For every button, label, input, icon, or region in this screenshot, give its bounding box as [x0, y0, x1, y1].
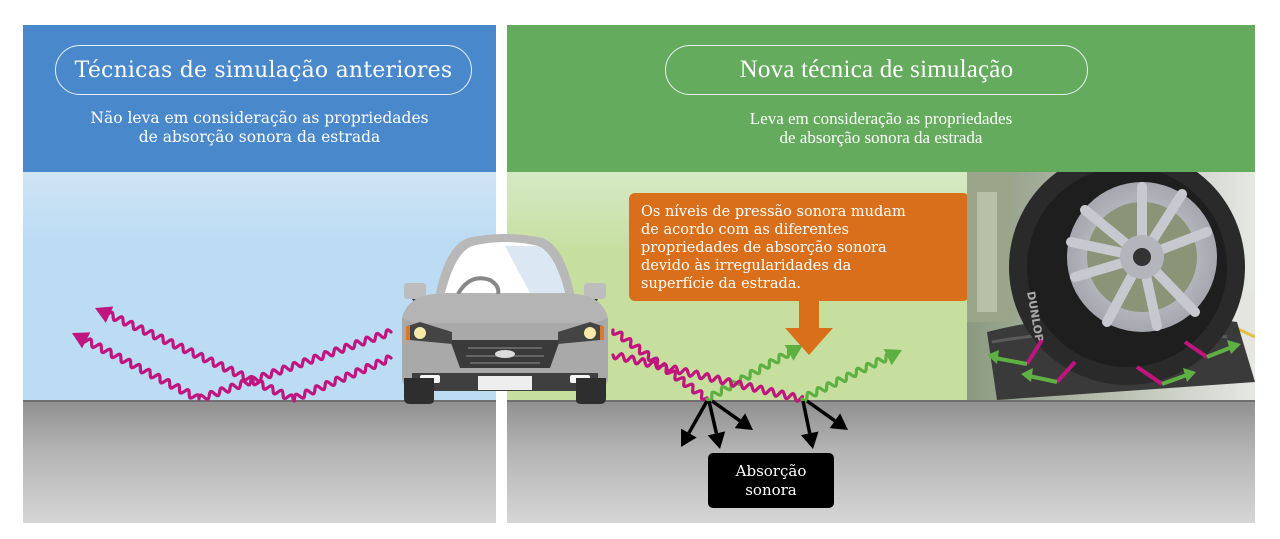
car-front-icon: [402, 234, 608, 404]
incident-sound-wave: [611, 328, 709, 401]
callout-line: superfície da estrada.: [641, 276, 802, 292]
tire-photo-illustration: DUNLOP: [967, 172, 1255, 400]
absorption-arrow-icon: [801, 400, 812, 434]
left-sound-waves: [72, 306, 393, 403]
reflected-sound-wave-arrowhead: [883, 348, 902, 366]
sound-pressure-callout: Os níveis de pressão sonora mudam de aco…: [629, 193, 969, 301]
absorption-arrow-icon-head: [681, 428, 697, 447]
callout-line: propriedades de absorção sonora: [641, 240, 887, 256]
absorption-arrow-icon: [710, 399, 741, 423]
left-subtitle: Não leva em consideração as propriedades…: [23, 109, 496, 147]
left-header: Técnicas de simulação anteriores Não lev…: [23, 25, 496, 172]
right-subtitle: Leva em consideração as propriedades de …: [507, 109, 1255, 147]
absorption-arrow-icon-head: [707, 431, 726, 449]
incident-sound-wave: [292, 354, 393, 403]
right-panel-new-technique: Nova técnica de simulação Leva em consid…: [507, 25, 1255, 523]
left-subtitle-line-1: Não leva em consideração as propriedades: [90, 109, 429, 127]
right-road: [507, 400, 1255, 523]
tire-reflection-arrows: [987, 338, 1241, 386]
absorption-arrow-icon: [707, 400, 719, 434]
absorption-label-line-1: Absorção: [735, 461, 807, 480]
absorption-arrow-icon-head: [800, 431, 819, 449]
absorption-label-line-2: sonora: [745, 480, 797, 499]
absorption-arrow-icon-head: [734, 413, 753, 430]
reflected-sound-wave: [705, 347, 797, 403]
callout-line: devido às irregularidades da: [641, 258, 852, 274]
right-header: Nova técnica de simulação Leva em consid…: [507, 25, 1255, 172]
right-sound-waves: [611, 300, 902, 449]
orange-down-arrow-icon: [785, 300, 833, 355]
reflected-sound-wave-arrowhead: [95, 306, 114, 323]
right-title: Nova técnica de simulação: [739, 56, 1014, 83]
callout-line: de acordo com as diferentes: [641, 222, 849, 238]
left-title: Técnicas de simulação anteriores: [74, 57, 453, 83]
reflected-sound-wave-arrowhead: [72, 332, 91, 349]
reflected-sound-wave-arrowhead: [784, 345, 803, 361]
absorption-arrow-icon: [805, 399, 836, 423]
left-subtitle-line-2: de absorção sonora da estrada: [138, 128, 381, 146]
absorption-arrow-icon-head: [829, 413, 848, 430]
left-road: [23, 400, 496, 523]
reflected-sound-wave: [102, 310, 295, 401]
right-subtitle-line-1: Leva em consideração as propriedades: [749, 109, 1013, 128]
tire-test-photo: DUNLOP: [967, 172, 1255, 400]
left-title-pill: Técnicas de simulação anteriores: [55, 45, 472, 95]
incident-sound-wave: [197, 328, 393, 401]
right-title-pill: Nova técnica de simulação: [665, 45, 1088, 95]
incident-sound-wave: [611, 351, 805, 403]
callout-line: Os níveis de pressão sonora mudam: [641, 204, 906, 220]
sound-absorption-label: Absorção sonora: [708, 453, 834, 508]
right-subtitle-line-2: de absorção sonora da estrada: [779, 128, 983, 147]
absorption-arrow-icon: [687, 400, 709, 434]
reflected-sound-wave: [80, 334, 201, 401]
reflected-sound-wave: [800, 352, 896, 403]
